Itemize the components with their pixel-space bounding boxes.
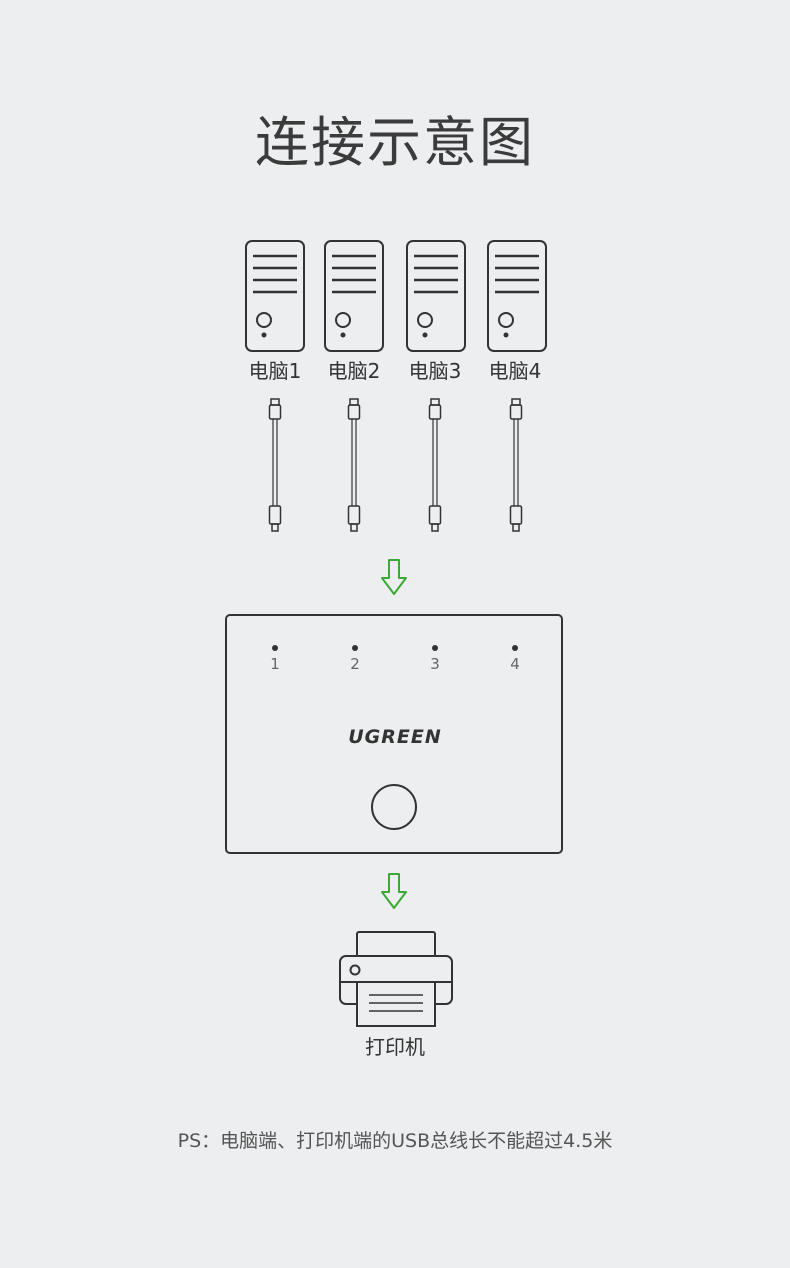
port-4-number: 4 xyxy=(510,655,520,673)
computer-2-label: 电脑2 xyxy=(327,359,381,383)
computer-4-icon xyxy=(487,240,547,352)
port-2-number: 2 xyxy=(350,655,360,673)
printer-label: 打印机 xyxy=(365,1035,425,1059)
usb-cable-2-icon xyxy=(347,398,361,532)
computer-1-icon xyxy=(245,240,305,352)
computer-3-label: 电脑3 xyxy=(408,359,462,383)
port-2-led xyxy=(352,645,358,651)
switch-button[interactable] xyxy=(371,784,417,830)
port-3-number: 3 xyxy=(430,655,440,673)
port-1-number: 1 xyxy=(270,655,280,673)
usb-switch-box xyxy=(225,614,563,854)
usb-cable-3-icon xyxy=(428,398,442,532)
port-3-led xyxy=(432,645,438,651)
usb-cable-4-icon xyxy=(509,398,523,532)
printer-icon xyxy=(339,931,453,1027)
down-arrow-icon xyxy=(381,559,407,595)
port-1-led xyxy=(272,645,278,651)
computer-3-icon xyxy=(406,240,466,352)
usb-cable-1-icon xyxy=(268,398,282,532)
down-arrow-icon xyxy=(381,873,407,909)
computer-2-icon xyxy=(324,240,384,352)
brand-logo: UGREEN xyxy=(348,726,442,748)
port-4-led xyxy=(512,645,518,651)
footnote: PS：电脑端、打印机端的USB总线长不能超过4.5米 xyxy=(177,1130,613,1152)
diagram-title: 连接示意图 xyxy=(255,111,535,174)
computer-1-label: 电脑1 xyxy=(248,359,302,383)
computer-4-label: 电脑4 xyxy=(488,359,542,383)
